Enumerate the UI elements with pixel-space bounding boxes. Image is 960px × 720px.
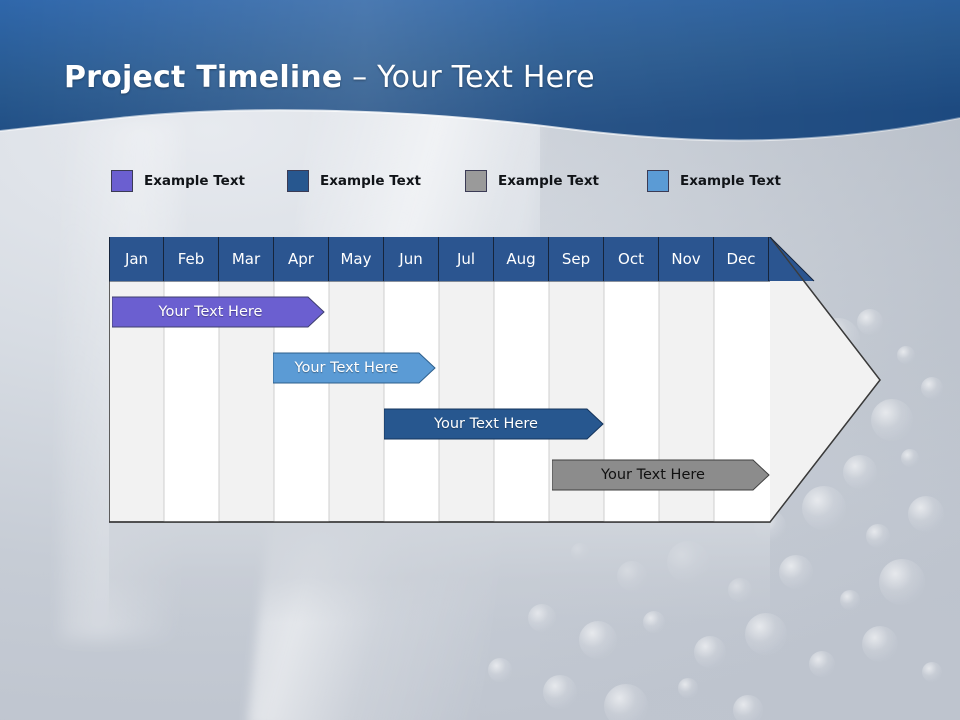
legend-swatch-light-blue-icon (647, 170, 669, 192)
timeline-bar-1[interactable]: Your Text Here (112, 295, 325, 329)
header-banner (0, 0, 960, 142)
timeline-bar-2[interactable]: Your Text Here (273, 351, 436, 385)
table-reflection (109, 523, 770, 623)
timeline-chart: Jan Feb Mar Apr May Jun Jul Aug Sep Oct … (109, 237, 881, 523)
legend-item-label: Example Text (498, 173, 599, 189)
legend-item-3[interactable]: Example Text (465, 170, 647, 192)
timeline-bar-4[interactable]: Your Text Here (552, 458, 770, 492)
page-title-light: – Your Text Here (342, 60, 595, 95)
legend-swatch-gray-icon (465, 170, 487, 192)
month-cell-mar[interactable]: Mar (219, 237, 274, 281)
legend-item-label: Example Text (680, 173, 781, 189)
month-cell-jan[interactable]: Jan (109, 237, 164, 281)
month-cell-nov[interactable]: Nov (659, 237, 714, 281)
timeline-bar-3-shape (384, 408, 604, 440)
legend-swatch-purple-icon (111, 170, 133, 192)
timeline-bar-2-shape (273, 352, 436, 384)
legend-item-1[interactable]: Example Text (111, 170, 287, 192)
month-cell-aug[interactable]: Aug (494, 237, 549, 281)
timeline-bar-4-shape (552, 459, 770, 491)
timeline-bar-1-shape (112, 296, 325, 328)
month-header-row: Jan Feb Mar Apr May Jun Jul Aug Sep Oct … (109, 237, 769, 281)
month-cell-feb[interactable]: Feb (164, 237, 219, 281)
month-cell-sep[interactable]: Sep (549, 237, 604, 281)
legend-item-label: Example Text (320, 173, 421, 189)
month-cell-may[interactable]: May (329, 237, 384, 281)
page-title-strong: Project Timeline (64, 60, 343, 95)
page-title: Project Timeline – Your Text Here (64, 60, 595, 95)
legend: Example Text Example Text Example Text E… (111, 168, 781, 194)
month-cell-jul[interactable]: Jul (439, 237, 494, 281)
month-cell-apr[interactable]: Apr (274, 237, 329, 281)
legend-swatch-dark-blue-icon (287, 170, 309, 192)
legend-item-4[interactable]: Example Text (647, 170, 781, 192)
month-cell-dec[interactable]: Dec (714, 237, 769, 281)
legend-item-2[interactable]: Example Text (287, 170, 465, 192)
month-cell-oct[interactable]: Oct (604, 237, 659, 281)
legend-item-label: Example Text (144, 173, 245, 189)
month-cell-jun[interactable]: Jun (384, 237, 439, 281)
timeline-bar-3[interactable]: Your Text Here (384, 407, 604, 441)
